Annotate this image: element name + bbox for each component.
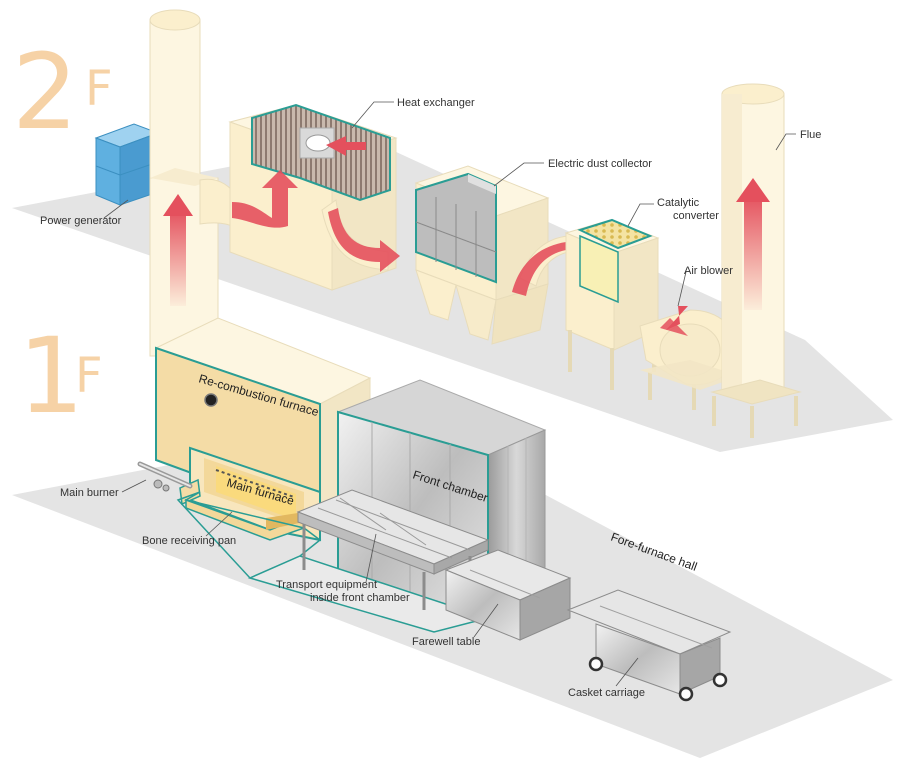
floor-1f-letter: F bbox=[75, 348, 103, 404]
label-catalytic-converter-1: Catalytic bbox=[657, 197, 700, 209]
catalytic-converter bbox=[564, 218, 660, 390]
label-air-blower: Air blower bbox=[684, 265, 733, 277]
label-heat-exchanger: Heat exchanger bbox=[397, 97, 475, 109]
flow-arrow-flue bbox=[736, 178, 770, 310]
label-catalytic-converter-2: converter bbox=[673, 210, 719, 222]
label-farewell-table: Farewell table bbox=[412, 636, 480, 648]
leader-bone-pan bbox=[205, 511, 233, 537]
flow-arrow-heat-exchanger bbox=[232, 136, 366, 228]
leader-air-blower bbox=[677, 271, 687, 307]
floor-2f-number: 2 bbox=[12, 31, 78, 153]
duct-to-dust-collector bbox=[321, 199, 400, 272]
label-transport-equipment-2: inside front chamber bbox=[310, 592, 410, 604]
label-power-generator: Power generator bbox=[40, 215, 122, 227]
air-blower bbox=[639, 306, 740, 410]
leader-catalytic bbox=[627, 203, 654, 227]
floor-2f-letter: F bbox=[85, 61, 113, 117]
farewell-table bbox=[444, 549, 572, 641]
label-main-burner: Main burner bbox=[60, 487, 119, 499]
leader-power-generator bbox=[103, 199, 129, 219]
floor-1f-number: 1 bbox=[18, 315, 84, 437]
electric-dust-collector bbox=[414, 165, 550, 345]
leader-casket bbox=[615, 657, 639, 687]
leader-transport bbox=[365, 533, 377, 583]
leader-main-burner bbox=[121, 479, 147, 493]
leader-flue bbox=[775, 133, 796, 151]
leader-heat-exchanger bbox=[351, 101, 394, 129]
main-burner bbox=[137, 461, 193, 492]
label-bone-receiving-pan: Bone receiving pan bbox=[142, 535, 236, 547]
label-casket-carriage: Casket carriage bbox=[568, 687, 645, 699]
casket-carriage bbox=[566, 589, 732, 702]
label-flue: Flue bbox=[800, 129, 821, 141]
leader-dust-collector bbox=[493, 162, 544, 187]
transport-equipment bbox=[296, 489, 490, 610]
power-generator bbox=[94, 123, 160, 206]
label-transport-equipment-1: Transport equipment bbox=[276, 579, 377, 591]
leader-farewell bbox=[473, 603, 499, 638]
flow-arrow-stack bbox=[163, 194, 193, 306]
label-electric-dust-collector: Electric dust collector bbox=[548, 158, 652, 170]
